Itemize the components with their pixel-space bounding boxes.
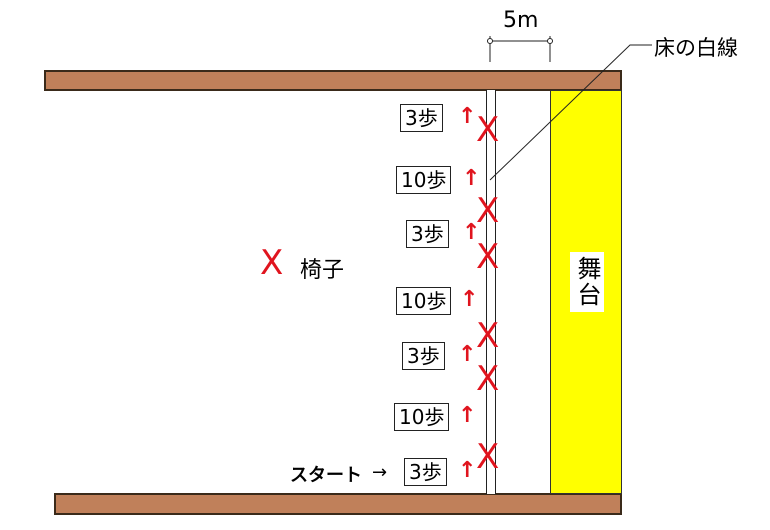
dimension-dot-left: [487, 38, 493, 44]
step-box-4: 10歩: [396, 287, 452, 315]
chair-mark-icon: X: [476, 237, 500, 277]
chair-mark-icon: X: [476, 359, 500, 399]
step-box-6: 10歩: [394, 403, 450, 431]
floor-line-leader: [489, 44, 652, 181]
step-box-5: 3歩: [402, 342, 445, 370]
floor-line-label: 床の白線: [654, 36, 738, 60]
dimension-dot-right: [547, 38, 553, 44]
up-arrow-icon: ↑: [458, 403, 477, 428]
up-arrow-icon: ↑: [458, 458, 477, 483]
chair-legend-label: 椅子: [300, 258, 345, 283]
up-arrow-icon: ↑: [462, 220, 481, 245]
bottom-wall: [54, 493, 622, 515]
start-label: スタート: [290, 465, 362, 486]
step-box-1: 3歩: [400, 104, 443, 132]
dimension-label: 5m: [503, 8, 539, 33]
chair-mark-icon: X: [476, 191, 500, 231]
up-arrow-icon: ↑: [460, 287, 479, 312]
chair-mark-icon: X: [476, 437, 500, 477]
chair-mark-icon: X: [476, 110, 500, 150]
start-arrow-icon: →: [372, 462, 388, 483]
chair-legend-icon: X: [260, 243, 284, 283]
up-arrow-icon: ↑: [458, 342, 477, 367]
stage-label: 舞台: [570, 252, 604, 312]
chair-mark-icon: X: [476, 316, 500, 356]
top-wall: [44, 70, 622, 91]
up-arrow-icon: ↑: [458, 104, 477, 129]
step-box-2: 10歩: [396, 166, 452, 194]
stage-area: [550, 90, 622, 494]
step-box-3: 3歩: [406, 220, 449, 248]
step-box-7: 3歩: [404, 458, 447, 486]
up-arrow-icon: ↑: [462, 166, 481, 191]
floor-white-line: [486, 90, 496, 494]
